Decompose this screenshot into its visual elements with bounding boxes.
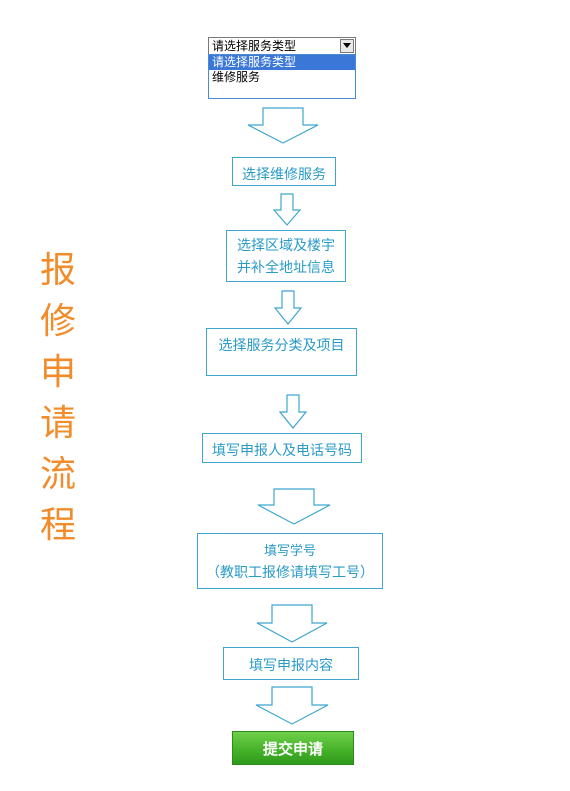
step-text: 选择区域及楼宇: [237, 238, 335, 254]
down-arrow-icon: [255, 604, 329, 644]
select-option[interactable]: 维修服务: [212, 70, 261, 84]
select-options-list: 请选择服务类型 维修服务: [208, 54, 356, 99]
down-arrow-icon: [273, 193, 301, 227]
submit-application-button[interactable]: 提交申请: [232, 731, 354, 765]
select-value-text: 请选择服务类型: [212, 39, 297, 53]
title-char: 程: [39, 505, 76, 546]
title-char: 流: [39, 454, 76, 495]
title-char: 报: [39, 250, 76, 291]
step-text: 选择服务分类及项目: [218, 338, 345, 354]
chevron-down-icon: [343, 43, 351, 48]
down-arrow-icon: [273, 290, 303, 326]
step-text: 填写申报人及电话号码: [212, 443, 352, 459]
submit-label: 提交申请: [262, 739, 323, 758]
dropdown-button[interactable]: [340, 39, 354, 53]
title-char: 修: [39, 301, 76, 342]
step-text: 填写申报内容: [249, 658, 333, 674]
step-text: （教职工报修请填写工号）: [206, 565, 374, 581]
flow-step-box: 填写申报内容: [223, 647, 359, 680]
down-arrow-icon: [279, 394, 307, 430]
select-current-value[interactable]: 请选择服务类型: [208, 37, 356, 55]
select-option[interactable]: 请选择服务类型: [209, 55, 355, 70]
flow-step-box: 选择维修服务: [232, 157, 336, 186]
title-char: 申: [39, 352, 76, 393]
flow-step-box: 填写学号 （教职工报修请填写工号）: [197, 533, 383, 589]
service-type-select[interactable]: 请选择服务类型 请选择服务类型 维修服务: [208, 37, 356, 99]
down-arrow-icon: [256, 488, 332, 526]
flow-step-box: 选择服务分类及项目: [206, 328, 357, 376]
down-arrow-icon: [246, 107, 320, 145]
title-char: 请: [39, 403, 76, 444]
step-text: 选择维修服务: [242, 167, 326, 183]
flow-title: 报 修 申 请 流 程: [36, 245, 80, 551]
down-arrow-icon: [254, 686, 330, 726]
flow-step-box: 选择区域及楼宇 并补全地址信息: [226, 230, 346, 282]
step-text: 并补全地址信息: [237, 260, 335, 276]
step-text: 填写学号: [263, 544, 316, 559]
flow-step-box: 填写申报人及电话号码: [202, 433, 362, 463]
